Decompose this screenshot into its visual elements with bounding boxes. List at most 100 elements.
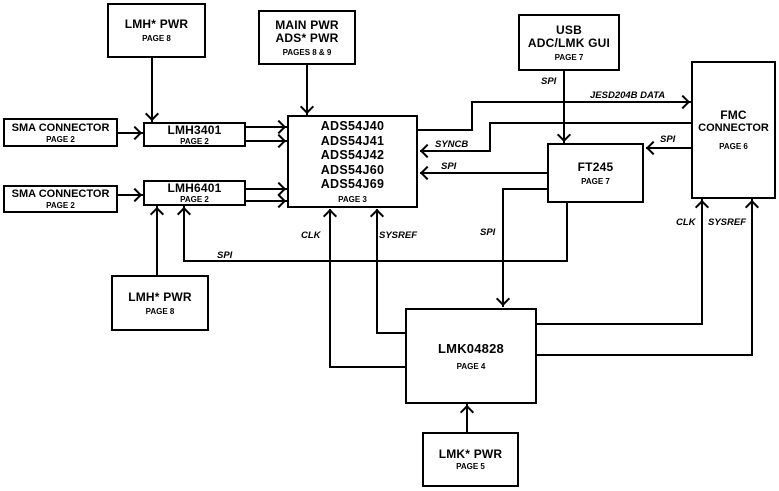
block-page: PAGES 8 & 9 xyxy=(282,47,332,57)
block-title: LMH6401 xyxy=(167,181,222,195)
block-page: PAGE 6 xyxy=(719,142,748,151)
connector-spi-ft245-lmh-seg3 xyxy=(183,206,185,262)
block-title: USB xyxy=(556,22,582,37)
block-lmh-pwr-top: LMH* PWR PAGE 8 xyxy=(107,3,206,58)
block-page: PAGE 7 xyxy=(581,176,610,186)
arrowhead-spi-ads xyxy=(419,165,435,181)
connector-clk-lmk-ads-seg1 xyxy=(329,366,406,368)
block-title: ADS54J69 xyxy=(320,177,385,192)
arrowhead-lmh6401-2 xyxy=(271,193,287,209)
arrowhead-sma-top xyxy=(127,125,143,141)
connector-clk-lmk-fmc-seg1 xyxy=(537,323,703,325)
arrowhead-mainpwr xyxy=(299,99,315,115)
block-page: PAGE 5 xyxy=(456,462,485,471)
signal-label-sysref-ads: SYSREF xyxy=(379,230,418,241)
signal-label-spi-ft245-ads: SPI xyxy=(441,161,457,172)
connector-jesd-seg1 xyxy=(418,129,473,131)
block-title: SMA CONNECTOR xyxy=(11,121,110,134)
signal-label-sysref-fmc: SYSREF xyxy=(708,217,747,228)
block-title: LMH* PWR xyxy=(128,289,192,304)
block-title: LMH* PWR xyxy=(124,17,189,31)
block-page: PAGE 4 xyxy=(456,361,486,371)
block-page: PAGE 2 xyxy=(180,136,209,146)
block-title: ADS54J42 xyxy=(320,148,385,163)
block-lmh6401: LMH6401 PAGE 2 xyxy=(143,180,246,206)
connector-sysref-lmk-fmc-seg2 xyxy=(751,199,753,356)
block-sma-connector-top: SMA CONNECTOR PAGE 2 xyxy=(3,118,118,147)
block-title: FMC xyxy=(720,108,747,122)
arrowhead-sma-bot xyxy=(127,187,143,203)
connector-lmkpwr-lmk xyxy=(466,404,468,432)
block-title: ADS54J41 xyxy=(320,133,385,148)
block-title: MAIN PWR xyxy=(275,17,339,32)
connector-spi-ft245-lmk-seg2 xyxy=(502,188,504,307)
connector-syncb-seg2 xyxy=(489,122,491,152)
connector-jesd-seg3 xyxy=(471,101,691,103)
arrowhead-sysref-ads xyxy=(369,208,385,224)
block-title: SMA CONNECTOR xyxy=(11,188,110,200)
block-lmh-pwr-bottom: LMH* PWR PAGE 8 xyxy=(111,275,209,331)
block-lmk-pwr: LMK* PWR PAGE 5 xyxy=(422,432,519,487)
arrowhead-spi-lmh6401 xyxy=(176,206,192,222)
connector-clk-lmk-fmc-seg2 xyxy=(701,199,703,325)
connector-lmh6401-ads-2 xyxy=(246,200,287,202)
block-lmk04828: LMK04828 PAGE 4 xyxy=(405,308,537,404)
block-title: LMK* PWR xyxy=(438,447,503,461)
connector-clk-lmk-ads-seg2 xyxy=(329,209,331,368)
block-title: ADS54J40 xyxy=(320,119,385,134)
arrowhead-jesd xyxy=(675,94,691,110)
arrowhead-lmh3401-1 xyxy=(271,119,287,135)
block-page: PAGE 2 xyxy=(46,134,75,144)
block-usb-gui: USB ADC/LMK GUI PAGE 7 xyxy=(518,14,620,71)
arrowhead-spi-ft245 xyxy=(645,140,661,156)
connector-spi-ft245-lmk-seg1 xyxy=(502,188,547,190)
arrowhead-sysref-fmc xyxy=(744,199,760,215)
connector-syncb-seg3 xyxy=(420,150,490,152)
connector-spi-ft245-lmh-seg1 xyxy=(566,203,568,262)
connector-sma-top-lmh3401 xyxy=(118,132,143,134)
connector-lmh3401-ads-1 xyxy=(246,126,287,128)
signal-label-clk-ads: CLK xyxy=(301,230,321,241)
arrowhead-usb-ft245 xyxy=(556,127,572,143)
block-title: ADS54J60 xyxy=(320,162,385,177)
arrowhead-lmhpwr-top xyxy=(144,106,160,122)
block-ads54j-adc: ADS54J40 ADS54J41 ADS54J42 ADS54J60 ADS5… xyxy=(287,115,418,208)
signal-label-spi-fmc-ft245: SPI xyxy=(660,134,676,145)
arrowhead-lmhpwr-bot xyxy=(149,206,165,222)
connector-lmh6401-ads-1 xyxy=(246,188,287,190)
arrowhead-lmh3401-2 xyxy=(271,133,287,149)
connector-mainpwr-ads xyxy=(306,64,308,115)
connector-sysref-lmk-ads-seg1 xyxy=(376,332,406,334)
signal-label-syncb: SYNCB xyxy=(435,139,469,150)
connector-spi-fmc-ft245 xyxy=(646,147,691,149)
connector-spi-ft245-ads xyxy=(420,172,547,174)
block-page: PAGE 3 xyxy=(338,194,367,204)
connector-syncb-seg1 xyxy=(489,122,691,124)
block-fmc-connector: FMC CONNECTOR PAGE 6 xyxy=(691,61,776,199)
arrowhead-spi-lmk xyxy=(495,291,511,307)
block-title: ADS* PWR xyxy=(275,30,339,45)
arrowhead-syncb xyxy=(419,143,435,159)
connector-jesd-seg2 xyxy=(471,101,473,131)
arrowhead-clk-fmc xyxy=(694,199,710,215)
block-page: PAGE 2 xyxy=(46,201,75,210)
signal-label-clk-fmc: CLK xyxy=(676,217,696,228)
connector-sysref-lmk-ads-seg2 xyxy=(376,209,378,334)
connector-usb-ft245 xyxy=(563,71,565,143)
connector-sma-bot-lmh6401 xyxy=(118,194,143,196)
block-sma-connector-bottom: SMA CONNECTOR PAGE 2 xyxy=(3,185,118,213)
block-title: CONNECTOR xyxy=(698,122,769,134)
signal-label-spi-ft245-lmk: SPI xyxy=(480,227,496,238)
connector-lmhpwr-bot-lmh6401 xyxy=(156,206,158,275)
block-title: ADC/LMK GUI xyxy=(527,35,611,50)
block-main-pwr: MAIN PWR ADS* PWR PAGES 8 & 9 xyxy=(258,10,356,65)
block-title: FT245 xyxy=(577,159,614,174)
signal-label-jesd204b-data: JESD204B DATA xyxy=(590,90,666,101)
block-lmh3401: LMH3401 PAGE 2 xyxy=(143,122,246,147)
block-page: PAGE 8 xyxy=(145,306,175,316)
block-ft245: FT245 PAGE 7 xyxy=(547,143,644,203)
arrowhead-lmkpwr xyxy=(459,404,475,420)
signal-label-spi-usb-ft245: SPI xyxy=(541,76,557,87)
block-page: PAGE 2 xyxy=(180,195,209,204)
